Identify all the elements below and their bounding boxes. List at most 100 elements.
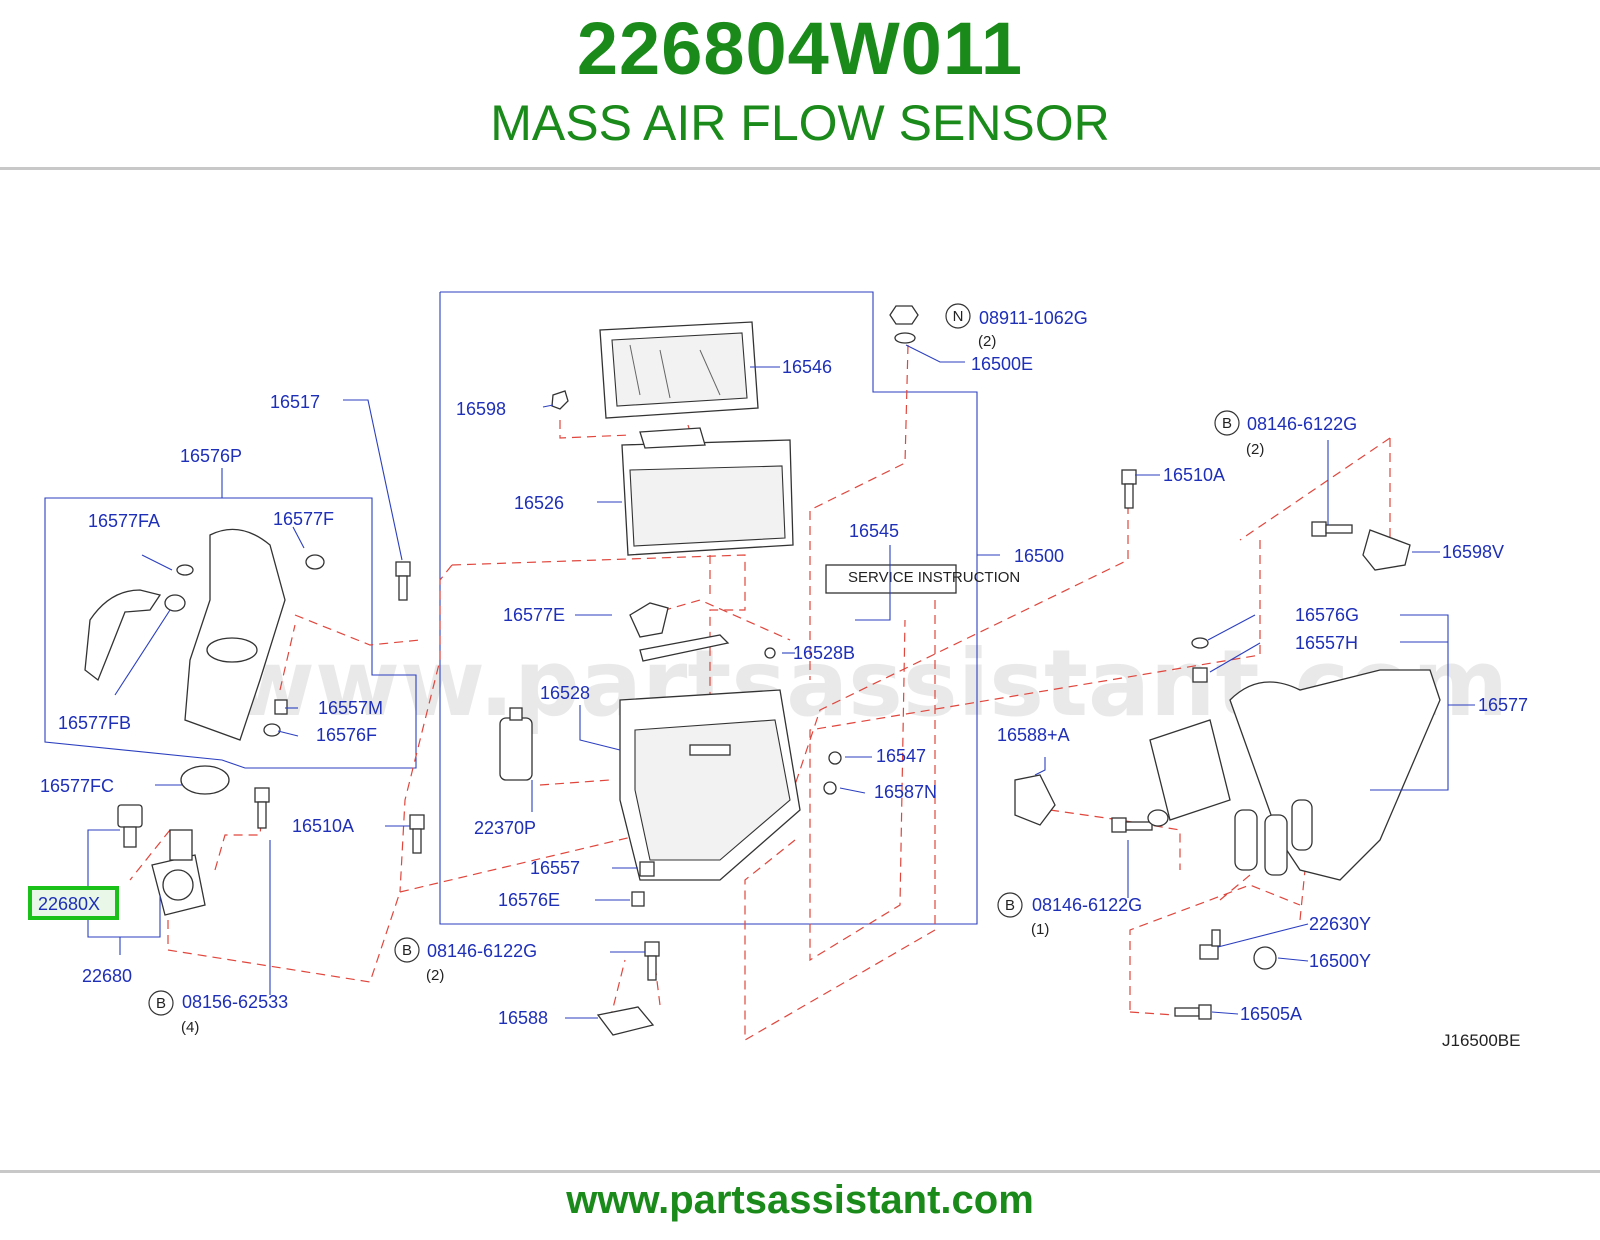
qty-08146-top: (2) <box>1246 441 1264 458</box>
label-16547[interactable]: 16547 <box>876 746 926 766</box>
label-08156-62533[interactable]: 08156-62533 <box>182 992 288 1012</box>
label-16557[interactable]: 16557 <box>530 858 580 878</box>
label-16517[interactable]: 16517 <box>270 392 320 412</box>
qty-08146-mid: (1) <box>1031 921 1049 938</box>
label-16500[interactable]: 16500 <box>1014 546 1064 566</box>
clamp-16577fa-top <box>176 564 194 576</box>
label-16526[interactable]: 16526 <box>514 493 564 513</box>
grommet-16547 <box>828 751 842 765</box>
mass-air-flow-sensor-housing <box>151 829 206 916</box>
label-16510A-right[interactable]: 16510A <box>1163 465 1225 485</box>
label-16577[interactable]: 16577 <box>1478 695 1528 715</box>
bracket-part <box>629 602 669 638</box>
bolt-16505a <box>1174 1004 1212 1020</box>
svg-text:B: B <box>1005 897 1015 914</box>
intake-duct-group-box <box>44 497 417 769</box>
grommet-16557h <box>1192 667 1208 683</box>
part-name: MASS AIR FLOW SENSOR <box>490 95 1110 151</box>
label-16577FB[interactable]: 16577FB <box>58 713 131 733</box>
nut-part <box>889 305 919 325</box>
label-16577E[interactable]: 16577E <box>503 605 565 625</box>
label-16577FC[interactable]: 16577FC <box>40 776 114 796</box>
label-16576P[interactable]: 16576P <box>180 446 242 466</box>
label-16577F[interactable]: 16577F <box>273 509 334 529</box>
marker-b-top: B <box>1214 410 1240 436</box>
qty-08156: (4) <box>181 1019 199 1036</box>
label-16576G[interactable]: 16576G <box>1295 605 1359 625</box>
label-16528B[interactable]: 16528B <box>793 643 855 663</box>
label-22680X[interactable]: 22680X <box>38 894 100 914</box>
marker-b-mid: B <box>997 892 1023 918</box>
label-22630Y[interactable]: 22630Y <box>1309 914 1371 934</box>
marker-b-left: B <box>148 990 174 1016</box>
bolt-16517 <box>395 561 411 601</box>
bracket-16588a <box>1014 774 1056 826</box>
lower-case-part <box>619 689 801 881</box>
sensor-22630y <box>1199 929 1221 960</box>
label-16577FA[interactable]: 16577FA <box>88 511 160 531</box>
label-16510A-left[interactable]: 16510A <box>292 816 354 836</box>
label-08146-top[interactable]: 08146-6122G <box>1247 414 1357 434</box>
mass-air-flow-sensor-part <box>117 804 143 848</box>
clamp-16577fa <box>164 594 186 612</box>
marker-b-center: B <box>394 937 420 963</box>
marker-n: N <box>945 303 971 329</box>
label-16546[interactable]: 16546 <box>782 357 832 377</box>
label-16588[interactable]: 16588 <box>498 1008 548 1028</box>
grommet-16557m <box>274 699 288 715</box>
label-08911-1062G[interactable]: 08911-1062G <box>979 308 1088 328</box>
service-label-text: SERVICE INSTRUCTION <box>848 569 1020 586</box>
diagram-code: J16500BE <box>1442 1031 1520 1050</box>
label-16587N[interactable]: 16587N <box>874 782 937 802</box>
footer-divider <box>0 1170 1600 1173</box>
label-16528[interactable]: 16528 <box>540 683 590 703</box>
air-duct-part <box>1147 669 1441 881</box>
bolt-16510a-right <box>1121 469 1137 509</box>
grommet-16576e <box>631 891 645 907</box>
label-16500Y[interactable]: 16500Y <box>1309 951 1371 971</box>
part-number: 226804W011 <box>576 7 1024 90</box>
intake-duct-16576p <box>184 528 286 741</box>
label-08146-center[interactable]: 08146-6122G <box>427 941 537 961</box>
bolt-16510a-left <box>409 814 425 854</box>
clamp-16577fc <box>180 765 230 795</box>
label-16545[interactable]: 16545 <box>849 521 899 541</box>
grommet-16576f <box>263 723 281 737</box>
washer-part <box>894 332 916 344</box>
svg-text:B: B <box>156 995 166 1012</box>
bolt-08146-top <box>1311 521 1353 537</box>
resonator-part <box>499 707 533 781</box>
svg-text:B: B <box>1222 415 1232 432</box>
label-16505A[interactable]: 16505A <box>1240 1004 1302 1024</box>
qty-08146-center: (2) <box>426 967 444 984</box>
svg-text:N: N <box>953 308 964 325</box>
grommet-16576g <box>1191 637 1209 649</box>
label-16588A[interactable]: 16588+A <box>997 725 1070 745</box>
footer-url-link[interactable]: www.partsassistant.com <box>566 1178 1034 1222</box>
highlight-box <box>28 886 119 920</box>
label-16557H[interactable]: 16557H <box>1295 633 1358 653</box>
clamp-16577f <box>305 554 325 570</box>
label-16500E[interactable]: 16500E <box>971 354 1033 374</box>
bracket-16588 <box>596 1006 655 1036</box>
bracket-16598v <box>1362 529 1411 571</box>
bolt-08146-center <box>644 941 660 981</box>
bolt-16587n <box>823 781 837 795</box>
hose-16577fb <box>84 589 162 682</box>
label-22680[interactable]: 22680 <box>82 966 132 986</box>
label-16576F[interactable]: 16576F <box>316 725 377 745</box>
label-16557M[interactable]: 16557M <box>318 698 383 718</box>
label-22370P[interactable]: 22370P <box>474 818 536 838</box>
service-label-part: SERVICE INSTRUCTION <box>825 564 1020 594</box>
label-16598[interactable]: 16598 <box>456 399 506 419</box>
air-filter-part <box>599 321 759 419</box>
qty-08911: (2) <box>978 333 996 350</box>
grommet-16528b <box>764 647 776 659</box>
label-08146-mid[interactable]: 08146-6122G <box>1032 895 1142 915</box>
label-16576E[interactable]: 16576E <box>498 890 560 910</box>
clip-part <box>551 390 569 410</box>
label-16598V[interactable]: 16598V <box>1442 542 1504 562</box>
page-header: 226804W011 MASS AIR FLOW SENSOR <box>0 0 1600 170</box>
bolt-08156 <box>254 787 270 829</box>
